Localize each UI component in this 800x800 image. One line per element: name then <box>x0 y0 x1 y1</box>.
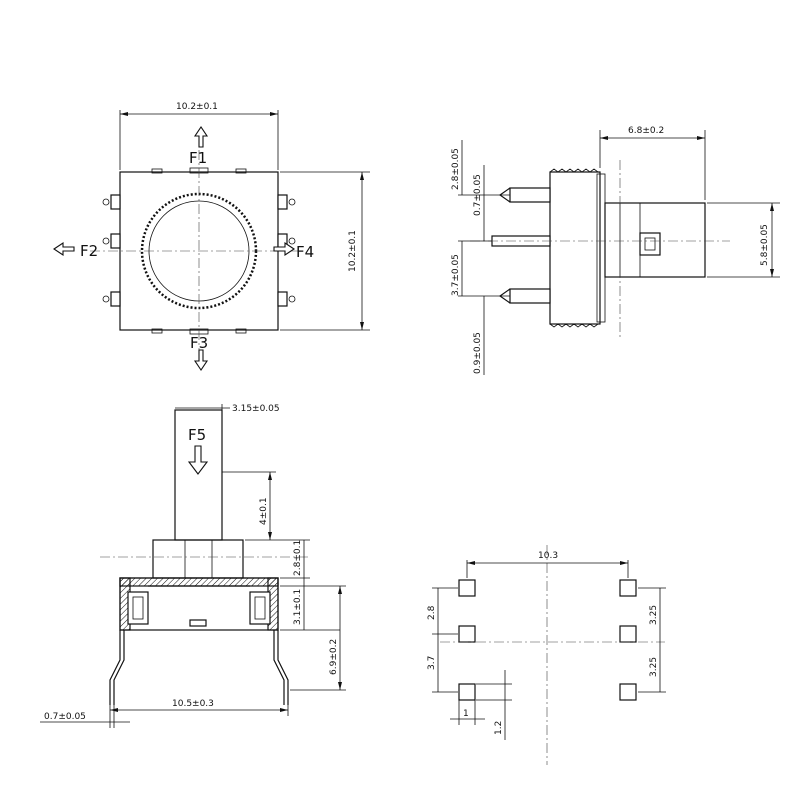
side-dim-b: 0.7±0.05 <box>473 174 483 216</box>
pcb-pads <box>458 579 637 701</box>
elevation-legs <box>109 630 289 705</box>
side-body <box>549 171 601 325</box>
elevation-view: 3.15±0.05 F5 4±0.1 <box>40 404 346 728</box>
pad-3 <box>458 683 476 701</box>
arrow-right-icon <box>273 241 295 257</box>
side-view: 6.8±0.2 5.8±0.05 2.8±0.05 0.7±0.05 3.7±0… <box>451 126 780 375</box>
base-width-dim: 10.5±0.3 <box>172 699 214 709</box>
pad-5 <box>619 625 637 643</box>
pad-1 <box>458 579 476 597</box>
pad-4 <box>619 579 637 597</box>
side-top-dim: 6.8±0.2 <box>628 126 664 136</box>
pcb-span-dim: 10.3 <box>538 551 558 561</box>
pcb-pitch-mid: 3.7 <box>427 656 437 670</box>
pcb-pad-height: 1.2 <box>494 721 504 735</box>
pcb-layout-view: 10.3 2.8 3.7 3.25 3.25 1 1.2 <box>427 545 666 765</box>
total-height-dim: 6.9±0.2 <box>329 639 339 675</box>
cap-height-dim: 2.8±0.1 <box>293 540 303 576</box>
pcb-pad-width: 1 <box>463 709 469 719</box>
pad-2 <box>458 625 476 643</box>
front-width-dim: 10.2±0.1 <box>176 102 218 112</box>
body-notches <box>151 167 247 335</box>
front-view: 10.2±0.1 10.2±0.1 F1 F2 F3 F4 <box>53 102 370 371</box>
front-height-dim: 10.2±0.1 <box>348 230 358 272</box>
arrow-press-icon <box>187 445 209 475</box>
shaft-height-dim: 4±0.1 <box>259 497 269 525</box>
arrow-left-icon <box>53 241 75 257</box>
pcb-pitch-right-bottom: 3.25 <box>649 657 659 677</box>
side-shaft <box>604 202 706 278</box>
elevation-cap <box>152 539 244 579</box>
body-height-dim: 3.1±0.1 <box>293 589 303 625</box>
side-dim-d: 0.9±0.05 <box>473 332 483 374</box>
side-dim-c: 3.7±0.05 <box>451 254 461 296</box>
force-label-f5: F5 <box>188 426 206 444</box>
pcb-pitch-top: 2.8 <box>427 605 437 620</box>
side-terminals <box>491 187 551 304</box>
side-right-dim: 5.8±0.05 <box>760 224 770 266</box>
pad-6 <box>619 683 637 701</box>
force-label-f4: F4 <box>296 243 314 261</box>
force-label-f2: F2 <box>80 242 98 260</box>
pcb-pitch-right-top: 3.25 <box>649 605 659 625</box>
shaft-width-dim: 3.15±0.05 <box>232 404 280 414</box>
side-dim-a: 2.8±0.05 <box>451 148 461 190</box>
arrow-down-icon <box>193 349 209 371</box>
force-label-f1: F1 <box>189 149 207 167</box>
arrow-up-icon <box>193 126 209 148</box>
force-label-f3: F3 <box>190 334 208 352</box>
pin-width-dim: 0.7±0.05 <box>44 712 86 722</box>
